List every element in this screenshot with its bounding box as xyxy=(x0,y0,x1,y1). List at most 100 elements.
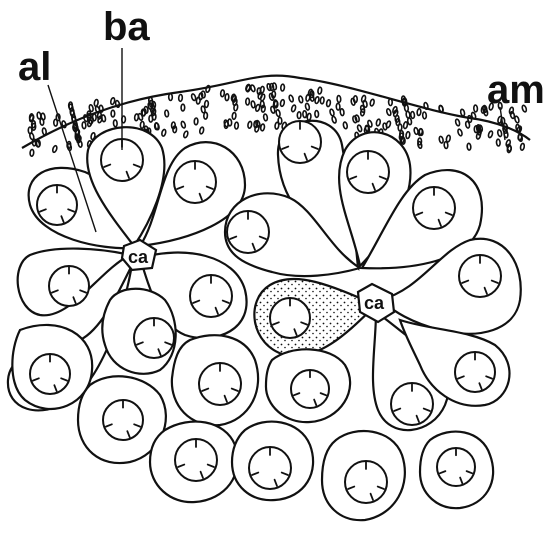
granule xyxy=(296,111,302,120)
granule xyxy=(385,108,392,117)
label-ca-right: ca xyxy=(364,293,385,313)
granule xyxy=(395,117,401,127)
nucleus-mark xyxy=(313,398,318,407)
granule-layer xyxy=(27,82,528,157)
granule xyxy=(88,103,94,113)
granule xyxy=(143,105,149,115)
contact-area-left xyxy=(120,238,158,272)
granule xyxy=(232,97,238,107)
nucleus-mark xyxy=(79,289,87,294)
nucleus-mark xyxy=(53,384,58,392)
nucleus xyxy=(174,438,218,482)
granule xyxy=(514,115,520,124)
nucleus-mark xyxy=(415,211,424,216)
granule xyxy=(405,130,411,140)
granule xyxy=(205,84,211,94)
granule xyxy=(277,116,283,125)
granule xyxy=(259,93,266,102)
nucleus-mark xyxy=(438,470,447,475)
granule xyxy=(367,119,373,128)
granule xyxy=(77,139,83,148)
granule xyxy=(29,148,35,157)
nucleus xyxy=(290,369,330,409)
granule xyxy=(509,110,516,120)
granule xyxy=(193,117,199,126)
granule xyxy=(288,94,295,103)
granule xyxy=(198,126,205,135)
granule xyxy=(506,143,512,152)
granule xyxy=(317,86,323,95)
granule xyxy=(269,82,275,92)
nucleus xyxy=(269,297,311,339)
nucleus xyxy=(412,186,456,230)
granule xyxy=(475,131,482,140)
granule xyxy=(51,144,58,154)
nucleus-mark xyxy=(230,387,239,392)
leader-al xyxy=(47,84,97,233)
nucleus-mark xyxy=(258,235,267,240)
granule xyxy=(40,112,46,121)
granule xyxy=(100,114,107,123)
granule xyxy=(360,94,367,103)
nucleus-mark xyxy=(300,321,308,326)
granule xyxy=(247,120,253,129)
granule xyxy=(96,111,103,120)
granule xyxy=(502,122,509,131)
granule xyxy=(470,111,477,120)
nucleus-mark xyxy=(60,215,65,223)
label-am: am xyxy=(487,68,545,112)
granule xyxy=(254,124,260,133)
nucleus-mark xyxy=(199,470,204,479)
granule xyxy=(114,99,121,109)
granule xyxy=(417,128,424,137)
granule xyxy=(250,84,256,93)
nucleus-mark xyxy=(221,299,230,304)
nucleus xyxy=(278,120,322,164)
nucleus-mark xyxy=(157,348,162,356)
nucleus-mark xyxy=(251,242,256,251)
granule xyxy=(423,101,429,111)
nucleus-mark xyxy=(192,299,201,304)
label-al: al xyxy=(18,45,51,89)
granule xyxy=(495,138,501,147)
granule xyxy=(29,132,35,141)
granule xyxy=(150,100,157,110)
nucleus-mark xyxy=(457,375,465,380)
granule xyxy=(262,113,269,122)
granule xyxy=(480,105,486,114)
nucleus-mark xyxy=(303,152,308,161)
granule xyxy=(177,93,184,103)
nucleus-mark xyxy=(422,407,431,412)
nucleus-mark xyxy=(415,414,420,423)
nucleus-mark xyxy=(103,163,112,168)
granule xyxy=(233,121,240,130)
nucleus-mark xyxy=(349,175,358,180)
granule xyxy=(515,123,521,133)
nucleus xyxy=(390,382,434,426)
granule xyxy=(350,97,356,106)
granule xyxy=(112,119,118,128)
label-ca-left: ca xyxy=(128,247,149,267)
nucleus-mark xyxy=(310,145,319,150)
granule xyxy=(180,103,186,112)
nucleus xyxy=(454,351,496,393)
nucleus-mark xyxy=(483,286,488,295)
nucleus-mark xyxy=(39,208,47,213)
nucleus-mark xyxy=(223,394,228,403)
granule xyxy=(200,90,206,99)
nucleus-mark xyxy=(465,470,474,475)
granule xyxy=(61,120,67,129)
nucleus-mark xyxy=(485,375,493,380)
granule xyxy=(298,95,304,104)
granule xyxy=(329,108,335,117)
granule xyxy=(150,108,157,117)
granule xyxy=(200,105,206,114)
granule xyxy=(454,118,461,127)
granule xyxy=(86,112,92,122)
nucleus-mark xyxy=(437,218,442,227)
nucleus-mark xyxy=(293,328,298,336)
granule xyxy=(464,120,471,129)
nucleus xyxy=(189,274,233,318)
granule xyxy=(467,114,473,124)
nucleus-mark xyxy=(132,163,141,168)
